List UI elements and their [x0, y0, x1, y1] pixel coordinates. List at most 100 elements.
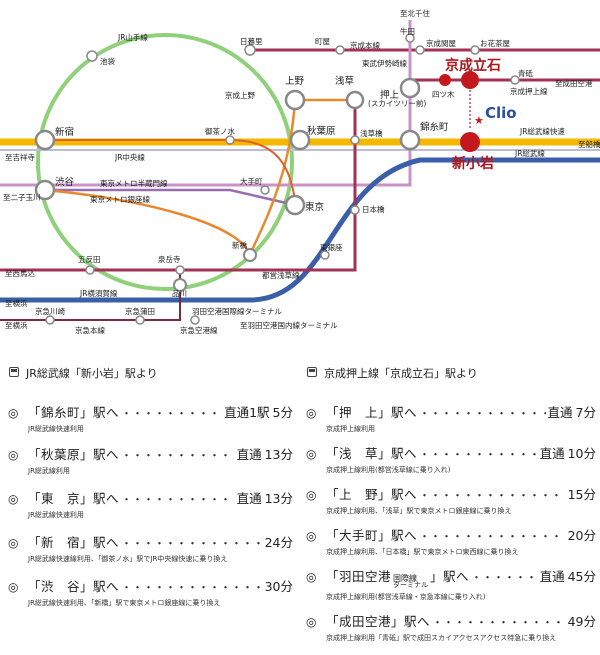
route-item: ◎「渋 谷」駅へ・・・・・・・・・・・・・・・・・・・・・・・・・・・・30分J… — [8, 576, 293, 608]
label-to-nishimagome: 至西馬込 — [5, 269, 35, 278]
route-note: 京成押上線利用「青砥」駅で成田スカイアクセスアクセス特急に乗り換え — [326, 634, 557, 642]
bullet-icon: ◎ — [8, 492, 19, 506]
route-destination: 「押 上」駅へ — [326, 405, 418, 420]
label-shinjuku: 新宿 — [55, 126, 74, 138]
route-note: JR総武線快速利用 — [28, 511, 84, 519]
route-destination: 「浅 草」駅へ — [326, 446, 418, 461]
label-keikyu-airport: 京急空港線 — [180, 325, 218, 335]
route-minutes: 15分 — [567, 487, 596, 502]
route-destination: 「大手町」駅へ — [326, 528, 418, 543]
right-heading: 京成押上線「京成立石」駅より — [306, 365, 596, 381]
metro-blue-line — [0, 157, 600, 303]
route-minutes: 20分 — [567, 528, 596, 543]
route-main-line: ◎「成田空港」駅へ・・・・・・・・・・・・・・・・・・・・・・・・・・・・49分 — [306, 611, 596, 630]
label-keikyu-main: 京急本線 — [75, 325, 105, 335]
label-sengakuji: 泉岳寺 — [158, 254, 181, 264]
route-item: ◎「羽田空港国際線ターミナル」駅へ・・・・・・・・・・・・・・・・・・・・・・・… — [306, 566, 596, 602]
route-item: ◎「浅 草」駅へ・・・・・・・・・・・・・・・・・・・・・・・・・・・・直通10… — [306, 443, 596, 475]
label-yotsugi: 四ツ木 — [432, 89, 455, 99]
route-type: 直通1駅 — [224, 405, 270, 420]
label-machiya: 町屋 — [315, 37, 330, 46]
label-to-funabashi: 至船橋 — [578, 139, 600, 149]
route-item: ◎「押 上」駅へ・・・・・・・・・・・・・・・・・・・・・・・・・・・・直通7分… — [306, 402, 596, 434]
bullet-icon: ◎ — [8, 448, 19, 462]
label-kinshicho: 錦糸町 — [420, 121, 449, 133]
bullet-icon: ◎ — [306, 529, 317, 543]
jr-yamanote-line — [36, 33, 294, 291]
route-type: 直通 — [236, 491, 262, 506]
route-item: ◎「大手町」駅へ・・・・・・・・・・・・・・・・・・・・・・・・・・・・20分京… — [306, 525, 596, 557]
label-ikebukuro: 池袋 — [100, 56, 115, 66]
route-minutes: 10分 — [567, 446, 596, 461]
label-keisei-tateishi: 京成立石 — [445, 57, 501, 74]
route-item: ◎ 「錦糸町」駅へ・・・・・・・・・・・・・・・・・・・・・・・・・・・・直通1駅… — [8, 402, 293, 434]
metro-hanzomon-line — [45, 188, 296, 207]
leader-dots: ・・・・・・・・・・・・・・・・・・・・・・・・・・・・ — [121, 449, 235, 462]
right-column: 京成押上線「京成立石」駅より ◎「押 上」駅へ・・・・・・・・・・・・・・・・・… — [306, 365, 596, 642]
label-toei-asakusa: 都営浅草線 — [262, 270, 300, 280]
label-keisei-main-line: 京成本線 — [350, 40, 380, 50]
route-minutes: 13分 — [264, 491, 293, 506]
label-to-yokohama-a: 至横浜 — [5, 298, 28, 308]
label-shinagawa: 品川 — [172, 289, 187, 298]
leader-dots: ・・・・・・・・・・・・・・・・・・・・・・・・・・・・ — [121, 537, 260, 550]
label-ginza-line: 東京メトロ銀座線 — [90, 194, 150, 204]
bullet-icon: ◎ — [306, 570, 317, 584]
route-main-line: ◎「秋葉原」駅へ・・・・・・・・・・・・・・・・・・・・・・・・・・・・直通13… — [8, 444, 293, 463]
label-to-narita: 至成田空港 — [555, 78, 593, 88]
route-item: ◎「成田空港」駅へ・・・・・・・・・・・・・・・・・・・・・・・・・・・・49分… — [306, 611, 596, 643]
route-minutes: 49分 — [567, 614, 596, 629]
label-to-futako: 至二子玉川 — [3, 193, 41, 202]
route-item: ◎「秋葉原」駅へ・・・・・・・・・・・・・・・・・・・・・・・・・・・・直通13… — [8, 444, 293, 476]
route-note: JR総武線快速線利用、「御茶ノ水」駅でJR中央線快速に乗り換え — [28, 555, 228, 563]
train-icon — [8, 366, 20, 380]
toei-asakusa-line — [0, 100, 357, 272]
route-type: 直通 — [236, 447, 262, 462]
leader-dots: ・・・・・・・・・・・・・・・・・・・・・・・・・・・・ — [432, 616, 563, 629]
station-markers — [34, 33, 520, 325]
route-minutes: 7分 — [575, 405, 596, 420]
route-main-line: ◎「東 京」駅へ・・・・・・・・・・・・・・・・・・・・・・・・・・・・直通13… — [8, 488, 293, 507]
label-nihonbashi: 日本橋 — [362, 204, 385, 214]
leader-dots: ・・・・・・・・・・・・・・・・・・・・・・・・・・・・ — [419, 448, 538, 461]
route-destination: 「新 宿」駅へ — [28, 535, 120, 550]
leader-dots: ・・・・・・・・・・・・・・・・・・・・・・・・・・・・ — [419, 489, 563, 502]
tobu-line — [0, 20, 412, 187]
bullet-icon: ◎ — [306, 488, 317, 502]
label-jr-yokosuka: JR横須賀線 — [79, 288, 118, 298]
route-item: ◎「新 宿」駅へ・・・・・・・・・・・・・・・・・・・・・・・・・・・・24分 J… — [8, 532, 293, 564]
label-asakusa: 浅草 — [335, 75, 354, 87]
bullet-icon: ◎ — [306, 615, 317, 629]
route-note: JR総武線利用 — [28, 467, 70, 475]
label-to-kitasenju: 至北千住 — [400, 8, 430, 18]
leader-dots: ・・・・・・・・・・・・・・・・・・・・・・・・・・・・ — [419, 407, 546, 420]
route-destination: 「錦糸町」駅へ — [28, 405, 120, 420]
label-haneda-intl: 羽田空港国際線ターミナル — [192, 306, 282, 316]
route-main-line: ◎ 「錦糸町」駅へ・・・・・・・・・・・・・・・・・・・・・・・・・・・・直通1駅… — [8, 402, 293, 421]
label-ohanajaya: お花茶屋 — [480, 38, 510, 48]
leader-dots: ・・・・・・・・・・・・・・・・・・・・・・・・・・・・ — [121, 407, 222, 420]
label-asakusabashi: 浅草橋 — [360, 128, 383, 138]
station-yotsugi-marker — [439, 74, 451, 86]
route-destination: 「羽田空港 — [326, 569, 392, 584]
route-main-line: ◎ 「上 野」駅へ・・・・・・・・・・・・・・・・・・・・・・・・・・・・ 15分 — [306, 484, 596, 503]
route-main-line: ◎「新 宿」駅へ・・・・・・・・・・・・・・・・・・・・・・・・・・・・24分 — [8, 532, 293, 551]
label-aoto: 青砥 — [518, 68, 533, 78]
route-note: 京成押上線利用、「浅草」駅で東京メトロ銀座線に乗り換え — [326, 507, 512, 515]
route-item: ◎「東 京」駅へ・・・・・・・・・・・・・・・・・・・・・・・・・・・・直通13… — [8, 488, 293, 520]
label-shinbashi: 新橋 — [232, 240, 247, 250]
left-heading-text: JR総武線「新小岩」駅より — [26, 367, 158, 380]
route-destination: 「渋 谷」駅へ — [28, 579, 120, 594]
station-keisei-tateishi-marker — [461, 71, 479, 89]
label-jr-yamanote: JR山手線 — [117, 32, 148, 42]
route-note: 京成押上線利用(都営浅草線・京急本線に乗り入れ) — [326, 593, 486, 601]
left-column: JR総武線「新小岩」駅より ◎「錦糸町」駅へ・・・・・・・・・・・・・・・・・・… — [8, 365, 293, 607]
route-destination: 「上 野」駅へ — [326, 487, 418, 502]
bullet-icon: ◎ — [8, 406, 19, 420]
terminal-note: 国際線ターミナル — [393, 574, 429, 589]
label-akihabara: 秋葉原 — [307, 125, 336, 137]
label-keikyu-kamata: 京急蒲田 — [125, 306, 155, 316]
route-note: JR総武線快速利用、「新橋」駅で東京メトロ銀座線に乗り換え — [28, 599, 221, 607]
label-tokyo: 東京 — [305, 201, 324, 213]
leader-dots: ・・・・・・・・・・・・・・・・・・・・・・・・・・・・ — [419, 530, 563, 543]
